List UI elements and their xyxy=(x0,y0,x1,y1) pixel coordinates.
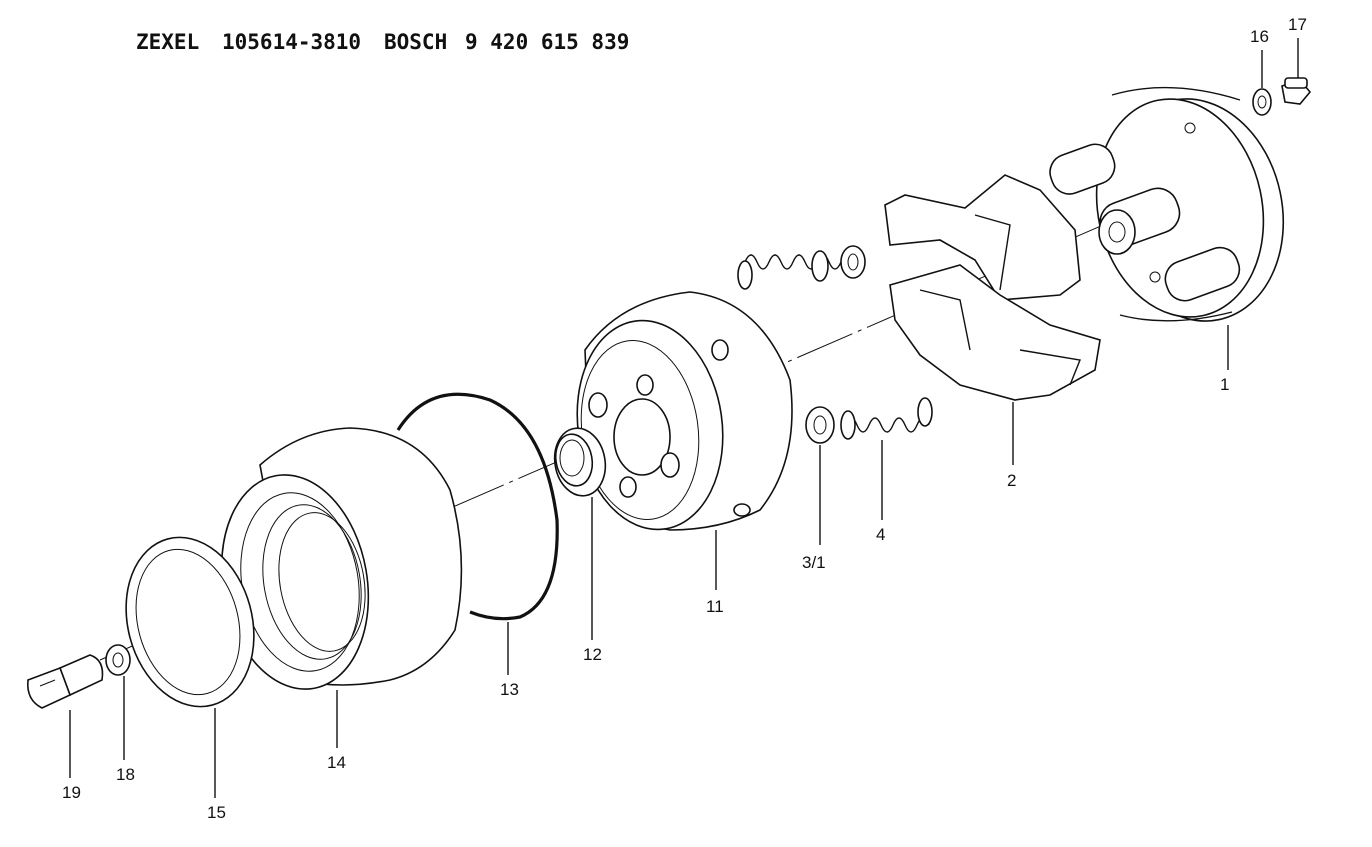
part-3-washer-upper xyxy=(840,245,866,279)
callout-17: 17 xyxy=(1288,15,1307,34)
part-18-washer xyxy=(105,644,131,760)
part-19-plug-screw xyxy=(26,654,104,778)
zexel-part-number: 105614-3810 xyxy=(222,30,362,54)
part-1-flange xyxy=(1049,86,1285,370)
callout-3-1: 3/1 xyxy=(802,553,826,572)
part-14-sleeve xyxy=(220,427,463,748)
callout-16: 16 xyxy=(1250,27,1269,46)
callout-18: 18 xyxy=(116,765,135,784)
part-2-flyweights xyxy=(884,174,1101,465)
part-15-ring xyxy=(125,536,255,798)
part-17-bolt xyxy=(1281,38,1312,105)
part-16-washer xyxy=(1252,50,1272,116)
part-12-bush xyxy=(553,427,607,640)
callout-14: 14 xyxy=(327,753,346,772)
callout-15: 15 xyxy=(207,803,226,822)
callout-1: 1 xyxy=(1220,375,1229,394)
part-11-hub xyxy=(576,291,793,590)
part-3-washer-lower xyxy=(805,406,835,545)
callout-2: 2 xyxy=(1007,471,1016,490)
callout-4: 4 xyxy=(876,525,885,544)
callout-12: 12 xyxy=(583,645,602,664)
callout-19: 19 xyxy=(62,783,81,802)
bosch-part-number: 9 420 615 839 xyxy=(465,30,630,54)
brand-zexel: ZEXEL xyxy=(136,30,200,54)
part-13-o-ring xyxy=(396,392,559,675)
callout-11: 11 xyxy=(706,597,724,616)
part-4-spring-upper xyxy=(737,250,842,290)
brand-bosch: BOSCH xyxy=(384,30,448,54)
callout-labels: 1 2 3/1 4 11 12 13 14 15 16 17 18 19 xyxy=(62,15,1307,822)
callout-13: 13 xyxy=(500,680,519,699)
part-4-spring-lower xyxy=(840,397,933,520)
